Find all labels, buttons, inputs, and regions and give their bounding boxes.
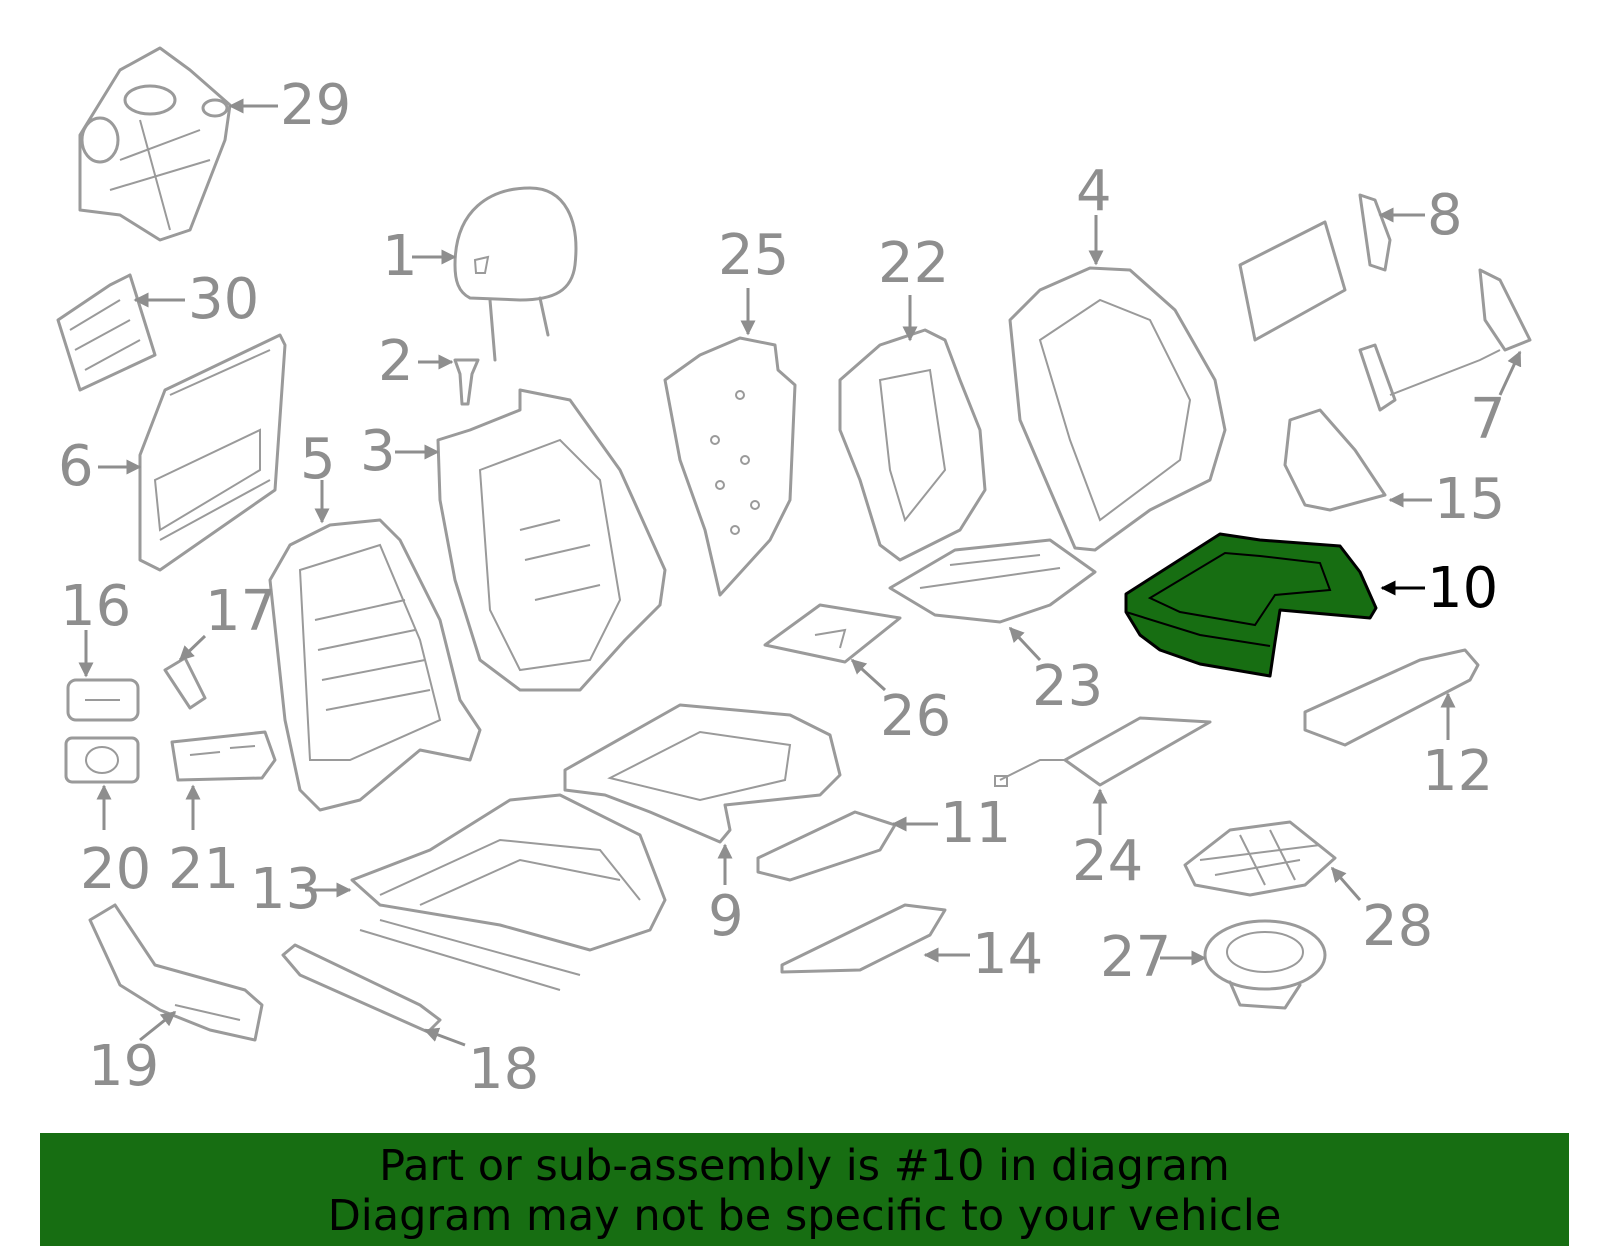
svg-text:20: 20 <box>80 837 151 902</box>
part-7-trim <box>1358 268 1532 412</box>
callout-16: 16 <box>60 574 131 678</box>
svg-text:27: 27 <box>1100 925 1171 990</box>
callout-11: 11 <box>891 791 1011 856</box>
part-20-switch <box>64 736 140 784</box>
svg-text:18: 18 <box>468 1037 539 1102</box>
svg-text:8: 8 <box>1427 183 1463 248</box>
part-2-guide <box>453 358 480 406</box>
callout-22: 22 <box>878 231 949 342</box>
part-15-side-pad <box>1283 408 1387 512</box>
svg-text:1: 1 <box>382 224 418 289</box>
svg-text:28: 28 <box>1362 894 1433 959</box>
callout-9: 9 <box>708 843 744 949</box>
svg-text:3: 3 <box>360 419 396 484</box>
part-25-pad <box>663 336 797 597</box>
callout-24: 24 <box>1072 788 1143 894</box>
svg-text:15: 15 <box>1434 467 1505 532</box>
part-5-seatback-frame <box>268 518 482 812</box>
callout-20: 20 <box>80 784 151 902</box>
part-3-seatback-cover <box>436 388 667 692</box>
callout-1: 1 <box>382 224 457 289</box>
callout-27: 27 <box>1100 925 1207 990</box>
part-24-sensor-mat <box>994 716 1212 787</box>
callout-29: 29 <box>228 73 351 138</box>
callout-15: 15 <box>1388 467 1505 532</box>
part-8-bracket <box>1238 193 1392 342</box>
svg-text:21: 21 <box>168 837 239 902</box>
svg-text:30: 30 <box>188 267 259 332</box>
part-13-seat-frame <box>350 793 667 991</box>
callout-4: 4 <box>1076 159 1112 266</box>
callout-7: 7 <box>1470 350 1522 452</box>
svg-text:26: 26 <box>880 684 951 749</box>
svg-text:24: 24 <box>1072 829 1143 894</box>
svg-text:16: 16 <box>60 574 131 639</box>
part-22-heater-mat <box>838 328 987 562</box>
part-18-trim-rail <box>281 943 442 1034</box>
svg-text:7: 7 <box>1470 387 1506 452</box>
callout-13: 13 <box>250 857 352 922</box>
callout-23: 23 <box>1008 626 1103 719</box>
svg-text:10: 10 <box>1427 556 1498 621</box>
callout-21: 21 <box>168 784 239 902</box>
callout-26: 26 <box>850 658 951 749</box>
svg-text:11: 11 <box>940 791 1011 856</box>
callout-10: 10 <box>1380 556 1498 621</box>
part-27-speaker <box>1203 919 1327 1010</box>
callout-17: 17 <box>178 579 276 662</box>
info-banner: Part or sub-assembly is #10 in diagram D… <box>40 1133 1569 1246</box>
svg-text:12: 12 <box>1422 739 1493 804</box>
svg-text:5: 5 <box>300 427 336 492</box>
part-17-knob <box>163 656 207 710</box>
svg-text:17: 17 <box>205 579 276 644</box>
part-12-bolster <box>1303 648 1480 747</box>
part-11-pad <box>756 810 897 882</box>
part-10-seat-cushion <box>1124 532 1378 678</box>
part-29-actuator <box>78 46 232 242</box>
callout-12: 12 <box>1422 692 1493 804</box>
svg-text:25: 25 <box>718 223 789 288</box>
part-28-grille <box>1183 820 1337 897</box>
callout-2: 2 <box>378 329 454 394</box>
callout-5: 5 <box>300 427 336 524</box>
callout-25: 25 <box>718 223 789 336</box>
part-6-back-panel <box>138 333 287 572</box>
svg-text:19: 19 <box>88 1034 159 1099</box>
svg-text:6: 6 <box>58 434 94 499</box>
banner-line-2: Diagram may not be specific to your vehi… <box>327 1191 1282 1241</box>
callout-30: 30 <box>133 267 259 332</box>
part-9-seat-pan <box>563 703 842 844</box>
callout-3: 3 <box>360 419 440 484</box>
svg-text:13: 13 <box>250 857 321 922</box>
svg-text:4: 4 <box>1076 159 1112 224</box>
part-16-switch <box>66 678 140 722</box>
callout-14: 14 <box>923 922 1043 987</box>
part-4-seatback-cushion <box>1008 266 1227 552</box>
part-23-seat-mat <box>888 538 1097 624</box>
callout-6: 6 <box>58 434 142 499</box>
callout-8: 8 <box>1378 183 1463 248</box>
callout-28: 28 <box>1330 866 1433 959</box>
part-26-plate <box>763 603 902 664</box>
callout-19: 19 <box>88 1010 177 1099</box>
part-30-bracket <box>56 273 157 392</box>
svg-text:9: 9 <box>708 884 744 949</box>
part-21-switch-panel <box>170 730 277 782</box>
svg-text:22: 22 <box>878 231 949 296</box>
svg-text:14: 14 <box>972 922 1043 987</box>
callout-18: 18 <box>423 1027 539 1102</box>
part-1-headrest <box>453 186 578 362</box>
svg-text:29: 29 <box>280 73 351 138</box>
svg-text:2: 2 <box>378 329 414 394</box>
part-19-side-trim <box>88 903 264 1042</box>
svg-text:23: 23 <box>1032 654 1103 719</box>
banner-line-1: Part or sub-assembly is #10 in diagram <box>379 1141 1230 1191</box>
part-14-pad <box>780 903 947 974</box>
